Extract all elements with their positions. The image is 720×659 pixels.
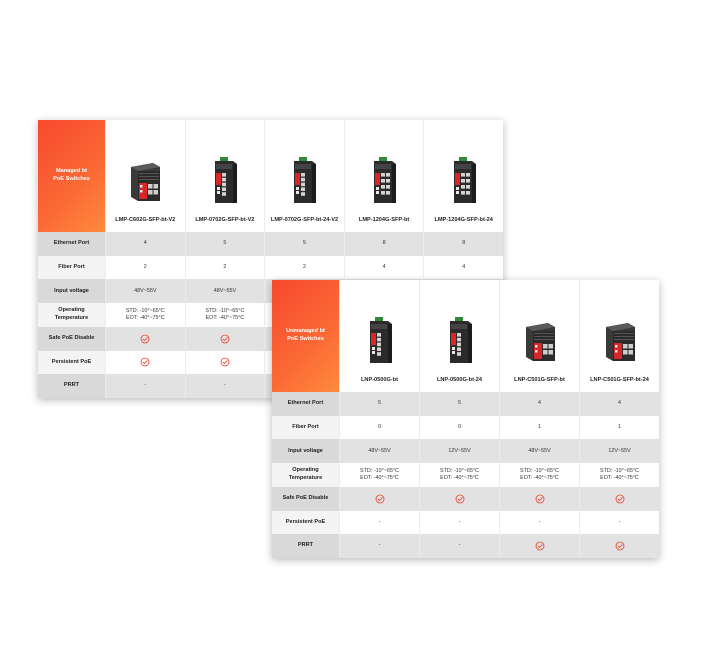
table-header-label: Unmanaged bt PoE Switches: [272, 280, 339, 392]
check-circle-icon: [105, 350, 185, 375]
table-cell: 4: [499, 392, 579, 416]
switch-device-icon: [286, 157, 322, 203]
row-label: Operating Temperature: [272, 463, 339, 487]
product-column-header: LMP-1204G-SFP-bt: [343, 120, 424, 232]
table-cell: 8: [423, 232, 503, 256]
product-column-header: LNP-0500G-bt: [339, 280, 419, 392]
product-name: LMP-0702G-SFP-bt-V2: [195, 217, 255, 223]
table-cell: STD: -10°~65°C EOT: -40°~75°C: [339, 463, 419, 487]
switch-device-icon: [602, 317, 638, 363]
switch-device-icon: [522, 317, 558, 363]
table-cell: STD: -10°~65°C EOT: -40°~75°C: [499, 463, 579, 487]
switch-device-icon: [366, 157, 402, 203]
product-name: LNP-0500G-bt: [361, 377, 398, 383]
check-circle-icon: [105, 326, 185, 351]
row-label: Persistent PoE: [38, 350, 105, 375]
table-cell: 48V~55V: [339, 439, 419, 464]
table-cell: STD: -10°~65°C EOT: -40°~75°C: [579, 463, 659, 487]
table-cell: 1: [579, 415, 659, 440]
table-cell: 12V~55V: [579, 439, 659, 464]
table-cell: -: [419, 510, 499, 535]
table-cell: -: [339, 510, 419, 535]
switch-device-icon: [362, 317, 398, 363]
check-circle-icon: [579, 486, 659, 511]
switch-device-icon: [442, 317, 478, 363]
check-circle-icon: [419, 486, 499, 511]
table-cell: 5: [264, 232, 344, 256]
table-header-label: Managed bt PoE Switches: [38, 120, 105, 232]
table-cell: -: [419, 534, 499, 558]
table-cell: 12V~55V: [419, 439, 499, 464]
row-label: Ethernet Port: [272, 392, 339, 416]
table-cell: STD: -10°~65°C EOT: -40°~75°C: [419, 463, 499, 487]
product-column-header: LMP-0702G-SFP-bt-24-V2: [264, 120, 344, 232]
row-label: Fiber Port: [38, 255, 105, 280]
product-column-header: LNP-C501G-SFP-bt: [499, 280, 579, 392]
table-cell: -: [339, 534, 419, 558]
check-circle-icon: [184, 326, 265, 351]
row-label: PRRT: [38, 374, 105, 398]
table-cell: 4: [423, 255, 503, 280]
table-cell: STD: -10°~65°C EOT: -40°~75°C: [184, 303, 265, 327]
table-cell: 48V~55V: [499, 439, 579, 464]
table-cell: STD: -10°~65°C EOT: -40°~75°C: [105, 303, 185, 327]
row-label: Safe PoE Disable: [272, 486, 339, 511]
row-label: Safe PoE Disable: [38, 326, 105, 351]
check-circle-icon: [499, 534, 579, 558]
table-cell: 4: [105, 232, 185, 256]
table-cell: 8: [343, 232, 424, 256]
product-name: LNP-C501G-SFP-bt: [514, 377, 565, 383]
product-name: LNP-0500G-bt-24: [436, 377, 483, 383]
table-cell: 0: [419, 415, 499, 440]
table-cell: -: [579, 510, 659, 535]
product-column-header: LMP-0702G-SFP-bt-V2: [184, 120, 265, 232]
table-cell: -: [184, 374, 265, 398]
switch-device-icon: [127, 157, 163, 203]
check-circle-icon: [499, 486, 579, 511]
product-name: LMP-1204G-SFP-bt: [358, 217, 410, 223]
check-circle-icon: [184, 350, 265, 375]
table-cell: 48V~55V: [184, 279, 265, 304]
check-circle-icon: [579, 534, 659, 558]
row-label: Operating Temperature: [38, 303, 105, 327]
row-label: PRRT: [272, 534, 339, 558]
table-cell: 1: [499, 415, 579, 440]
row-label: Ethernet Port: [38, 232, 105, 256]
table-cell: 5: [339, 392, 419, 416]
switch-device-icon: [446, 157, 482, 203]
product-column-header: LMP-1204G-SFP-bt-24: [423, 120, 503, 232]
product-name: LMP-0702G-SFP-bt-24-V2: [270, 217, 339, 223]
table-cell: 2: [105, 255, 185, 280]
check-circle-icon: [339, 486, 419, 511]
table-cell: 2: [184, 255, 265, 280]
product-column-header: LNP-C501G-SFP-bt-24: [579, 280, 659, 392]
table-cell: -: [499, 510, 579, 535]
table-cell: 4: [579, 392, 659, 416]
row-label: Fiber Port: [272, 415, 339, 440]
table-cell: -: [105, 374, 185, 398]
table-cell: 4: [343, 255, 424, 280]
product-name: LMP-C602G-SFP-bt-V2: [115, 217, 176, 223]
row-label: Persistent PoE: [272, 510, 339, 535]
row-label: Input voltage: [272, 439, 339, 464]
product-column-header: LNP-0500G-bt-24: [419, 280, 499, 392]
product-column-header: LMP-C602G-SFP-bt-V2: [105, 120, 185, 232]
product-name: LNP-C501G-SFP-bt-24: [590, 377, 649, 383]
table-cell: 2: [264, 255, 344, 280]
table-cell: 5: [184, 232, 265, 256]
product-name: LMP-1204G-SFP-bt-24: [434, 217, 493, 223]
table-cell: 5: [419, 392, 499, 416]
row-label: Input voltage: [38, 279, 105, 304]
table-cell: 0: [339, 415, 419, 440]
switch-device-icon: [207, 157, 243, 203]
table-cell: 48V~55V: [105, 279, 185, 304]
